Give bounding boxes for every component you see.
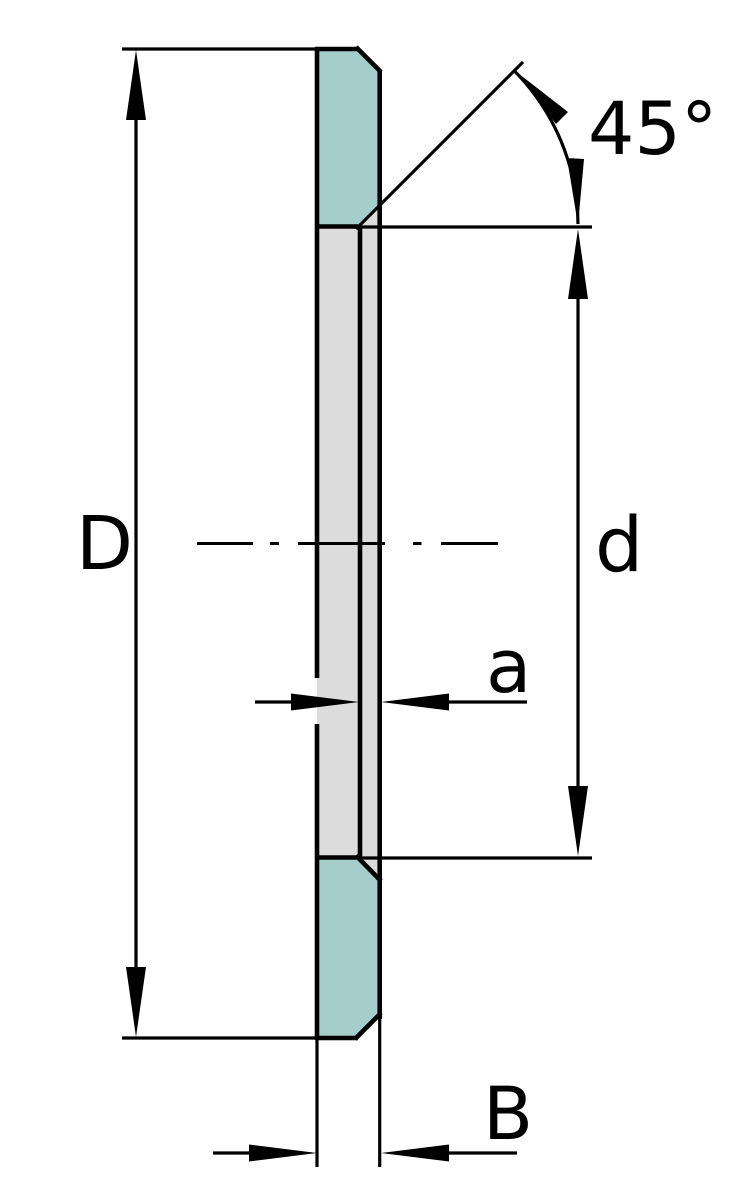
edge-top-chamfer [354, 45, 383, 74]
arrowhead-a-left [291, 693, 359, 711]
washer-section-bottom-fill [315, 857, 381, 1040]
label-overall-width-B: B [483, 1072, 533, 1157]
arrowhead-d-up [568, 229, 588, 299]
arrowhead-B-left [249, 1144, 317, 1162]
angle-arc-45 [512, 68, 580, 225]
arrowhead-arc-top [514, 70, 568, 124]
thin-line-group [122, 47, 592, 1167]
label-outer-diameter-D: D [76, 501, 133, 587]
arrowhead-a-right [381, 693, 449, 711]
washer-section-top-fill [315, 47, 381, 228]
arrowhead-D-up [126, 50, 146, 120]
arrowhead-group [126, 50, 588, 1162]
label-chamfer-angle-45: 45° [588, 87, 717, 172]
label-inner-thickness-a: a [486, 624, 531, 710]
edge-bottom-lower-chamfer [353, 1011, 383, 1041]
arrowhead-D-down [126, 967, 146, 1037]
part-edge-group [314, 45, 383, 1041]
arrowhead-B-right [381, 1144, 449, 1162]
chamfer-leader-line [354, 60, 525, 231]
arrowhead-d-down [568, 786, 588, 856]
label-bore-diameter-d: d [595, 500, 643, 589]
arrowhead-arc-bottom [567, 158, 584, 225]
edge-bottom-upper-chamfer [354, 853, 383, 883]
